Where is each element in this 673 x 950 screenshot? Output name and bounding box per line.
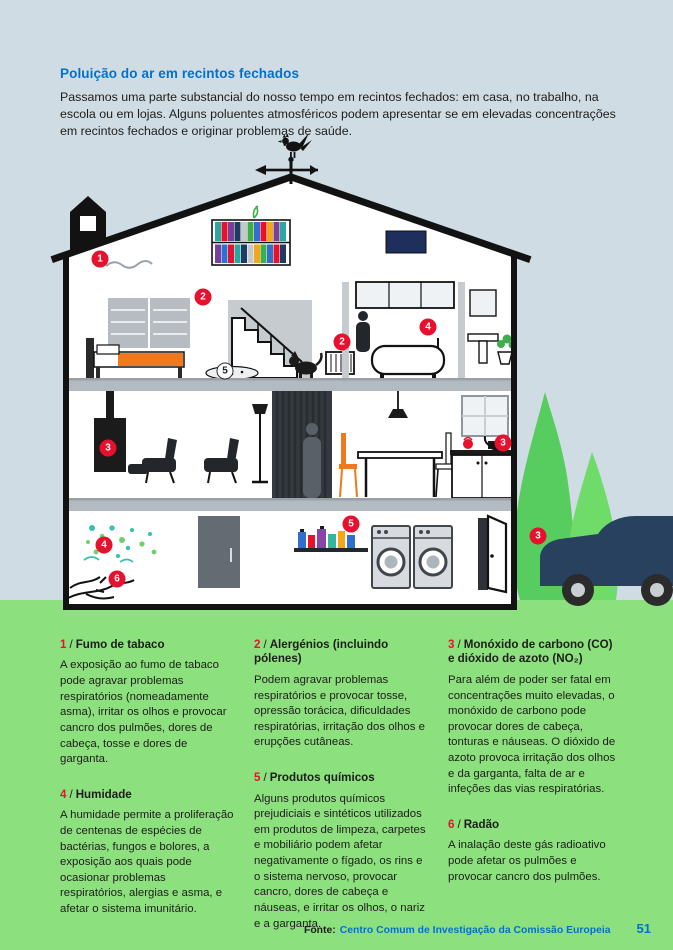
weathervane-rooster-icon — [255, 133, 318, 184]
marker-chemicals-rug: 5 — [216, 362, 234, 380]
marker-radon: 6 — [108, 570, 126, 588]
house-walls — [63, 253, 517, 610]
section-body: Para além de poder ser fatal em concentr… — [448, 673, 616, 796]
wall-screen-icon — [385, 230, 427, 254]
section-block-5: 5/Produtos químicos Alguns produtos quím… — [254, 771, 428, 932]
column-3: 3/Monóxido de carbono (CO) e dióxido de … — [448, 638, 622, 950]
marker-humidity-mould: 4 — [95, 536, 113, 554]
pendant-lamp-icon — [388, 409, 408, 418]
person-icon — [303, 437, 321, 498]
cabinet-icon — [198, 516, 240, 588]
column-1: 1/Fumo de tabaco A exposição ao fumo de … — [60, 638, 234, 950]
column-2: 2/Alergénios (incluindo pólenes) Podem a… — [254, 638, 428, 950]
radiator-icon — [325, 351, 355, 375]
section-block-1: 1/Fumo de tabaco A exposição ao fumo de … — [60, 638, 234, 768]
page-title: Poluição do ar em recintos fechados — [60, 66, 300, 81]
section-body: A exposição ao fumo de tabaco pode agrav… — [60, 659, 227, 766]
kettle-icon — [463, 439, 473, 449]
dryer-icon — [413, 525, 453, 589]
mirror-icon — [355, 281, 455, 309]
kitchen — [450, 395, 514, 499]
source-line: Fonte:Centro Comum de Investigação da Co… — [304, 925, 611, 936]
marker-chemicals-products: 5 — [342, 515, 360, 533]
table-icon — [357, 451, 443, 459]
page-number: 51 — [636, 921, 651, 936]
marker-humidity-bath: 4 — [419, 318, 437, 336]
plant-sprig-icon — [252, 205, 259, 219]
car-icon — [540, 516, 673, 606]
section-title: 4/Humidade — [60, 787, 132, 801]
section-title: 3/Monóxido de carbono (CO) e dióxido de … — [448, 638, 613, 666]
bathroom — [342, 281, 514, 379]
bookshelf-icon — [211, 205, 291, 266]
section-body: Alguns produtos químicos prejudiciais e … — [254, 792, 426, 930]
marker-co-kitchen: 3 — [494, 434, 512, 452]
section-title: 5/Produtos químicos — [254, 771, 375, 785]
feature-wall — [272, 391, 332, 498]
cleaning-products-icon — [294, 526, 368, 552]
dog-icon — [289, 351, 323, 379]
section-body: A inalação deste gás radioativo pode afe… — [448, 839, 606, 883]
page-footer: Fonte:Centro Comum de Investigação da Co… — [304, 921, 651, 936]
source-label: Fonte: — [303, 925, 336, 936]
bed-icon — [118, 353, 183, 366]
source-text: Centro Comum de Investigação da Comissão… — [339, 925, 611, 936]
section-block-6: 6/Radão A inalação deste gás radioativo … — [448, 818, 622, 885]
floor-lamp-icon — [252, 404, 268, 414]
marker-tobacco-smoke: 1 — [91, 250, 109, 268]
marker-co-car: 3 — [529, 527, 547, 545]
marker-allergens-a: 2 — [194, 288, 212, 306]
section-title: 2/Alergénios (incluindo pólenes) — [254, 638, 389, 666]
mould-spots-icon — [83, 525, 157, 563]
intro-paragraph: Passamos uma parte substancial do nosso … — [60, 90, 616, 138]
bathtub-icon — [370, 344, 446, 376]
marker-allergens-b: 2 — [333, 333, 351, 351]
section-block-2: 2/Alergénios (incluindo pólenes) Podem a… — [254, 638, 428, 751]
section-title: 6/Radão — [448, 817, 500, 831]
section-body: A humidade permite a proliferação de cen… — [60, 809, 234, 916]
smoke-icon — [105, 260, 153, 269]
attic-bedroom — [86, 260, 190, 378]
plant-pot-icon — [497, 351, 513, 365]
page-header: Poluição do ar em recintos fechados Pass… — [60, 66, 622, 140]
ground — [0, 600, 673, 950]
open-door-icon — [478, 514, 508, 594]
section-body: Podem agravar problemas respiratórios e … — [254, 673, 425, 749]
section-block-3: 3/Monóxido de carbono (CO) e dióxido de … — [448, 638, 622, 798]
section-block-4: 4/Humidade A humidade permite a prolifer… — [60, 788, 234, 918]
chimney-icon — [70, 196, 106, 252]
pollutant-descriptions: 1/Fumo de tabaco A exposição ao fumo de … — [60, 638, 622, 950]
washing-machine-icon — [371, 525, 411, 589]
sink-icon — [467, 333, 499, 342]
chair-icon — [339, 464, 357, 469]
person-icon — [356, 322, 370, 352]
marker-co-stove: 3 — [99, 439, 117, 457]
section-title: 1/Fumo de tabaco — [60, 638, 165, 651]
